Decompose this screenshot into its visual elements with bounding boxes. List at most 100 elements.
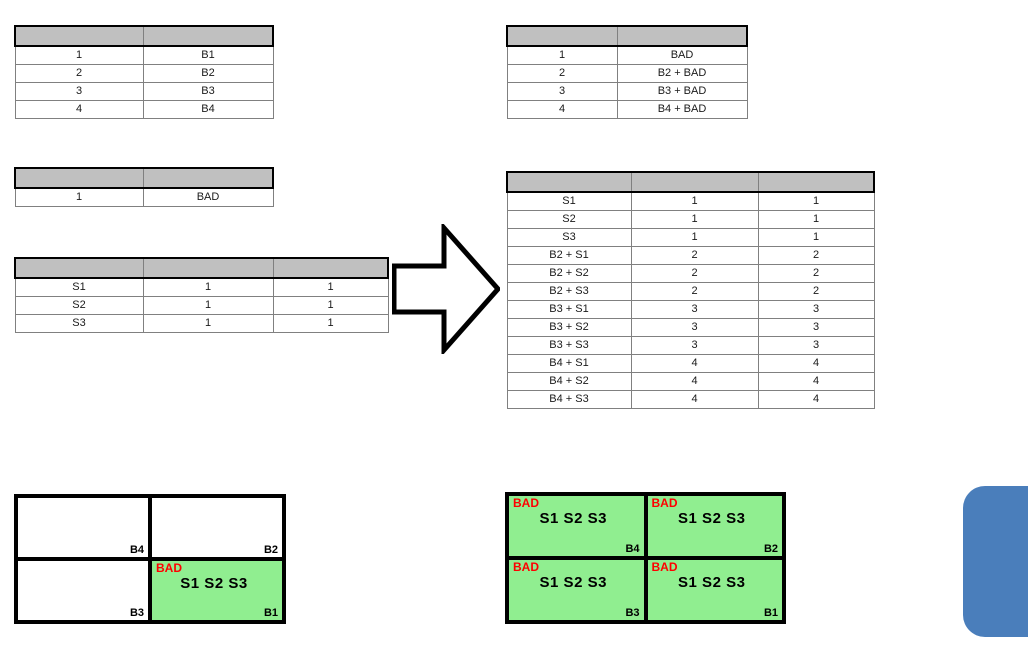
signal-list: S1 S2 S3 xyxy=(678,574,746,591)
table-cell: 3 xyxy=(14,82,144,101)
table-cell: 3 xyxy=(757,318,875,337)
signal-list: S1 S2 S3 xyxy=(180,575,248,592)
table-cell: 1 xyxy=(272,314,389,333)
quadrant-cell-b4[interactable]: B4 xyxy=(18,498,148,557)
table-header-cell xyxy=(14,167,144,189)
table-header-row xyxy=(506,171,875,193)
table-cell: S1 xyxy=(506,191,632,211)
table-cell: 4 xyxy=(757,354,875,373)
table-cell: 2 xyxy=(506,64,618,83)
table-cell: B1 xyxy=(142,45,274,65)
table-cell: 1 xyxy=(757,191,875,211)
table-cell: 1 xyxy=(142,314,274,333)
bucket-label: B1 xyxy=(763,607,778,619)
table-cell: 3 xyxy=(630,300,759,319)
table-header-cell xyxy=(14,25,144,47)
table-header-row xyxy=(506,25,748,47)
table-cell: BAD xyxy=(616,45,748,65)
bad-marker: BAD xyxy=(651,560,678,574)
table-cell: 3 xyxy=(630,318,759,337)
bucket-label: B4 xyxy=(129,544,144,556)
table-cell: S1 xyxy=(14,277,144,297)
table-cell: 1 xyxy=(630,210,759,229)
table-cell: B3 xyxy=(142,82,274,101)
table-cell: B3 + S2 xyxy=(506,318,632,337)
table-cell: S3 xyxy=(14,314,144,333)
table-cell: B4 xyxy=(142,100,274,119)
table-cell: B3 + S1 xyxy=(506,300,632,319)
bucket-label: B1 xyxy=(263,607,278,619)
table-header-row xyxy=(14,167,274,189)
table-cell: 3 xyxy=(757,300,875,319)
table-cell: 1 xyxy=(142,277,274,297)
bad-marker: BAD xyxy=(513,496,539,510)
table-cell: S2 xyxy=(14,296,144,315)
table-cell: B2 + S3 xyxy=(506,282,632,301)
table-cell: 1 xyxy=(630,228,759,247)
signal-list: S1 S2 S3 xyxy=(539,574,607,591)
table-cell: B3 + S3 xyxy=(506,336,632,355)
table-cell: 1 xyxy=(757,210,875,229)
table-cell: 2 xyxy=(630,264,759,283)
table-cell: 2 xyxy=(630,246,759,265)
table-header-row xyxy=(14,25,274,47)
quadrant-cell-b3[interactable]: B3 xyxy=(18,561,148,620)
table-cell: 3 xyxy=(757,336,875,355)
table-cell: 4 xyxy=(757,390,875,409)
table-header-row xyxy=(14,257,389,279)
table-cell: BAD xyxy=(142,187,274,207)
quadrant-cell-b2[interactable]: B2 xyxy=(152,498,282,557)
table-header-cell xyxy=(630,171,759,193)
table-cell: B4 + BAD xyxy=(616,100,748,119)
table-header-cell xyxy=(506,25,618,47)
table-cell: 2 xyxy=(14,64,144,83)
table-cell: 2 xyxy=(630,282,759,301)
bucket-label: B3 xyxy=(129,607,144,619)
table-cell: B4 + S1 xyxy=(506,354,632,373)
table-cell: B3 + BAD xyxy=(616,82,748,101)
table-header-cell xyxy=(14,257,144,279)
table-cell: 3 xyxy=(506,82,618,101)
table-cell: B2 + S1 xyxy=(506,246,632,265)
